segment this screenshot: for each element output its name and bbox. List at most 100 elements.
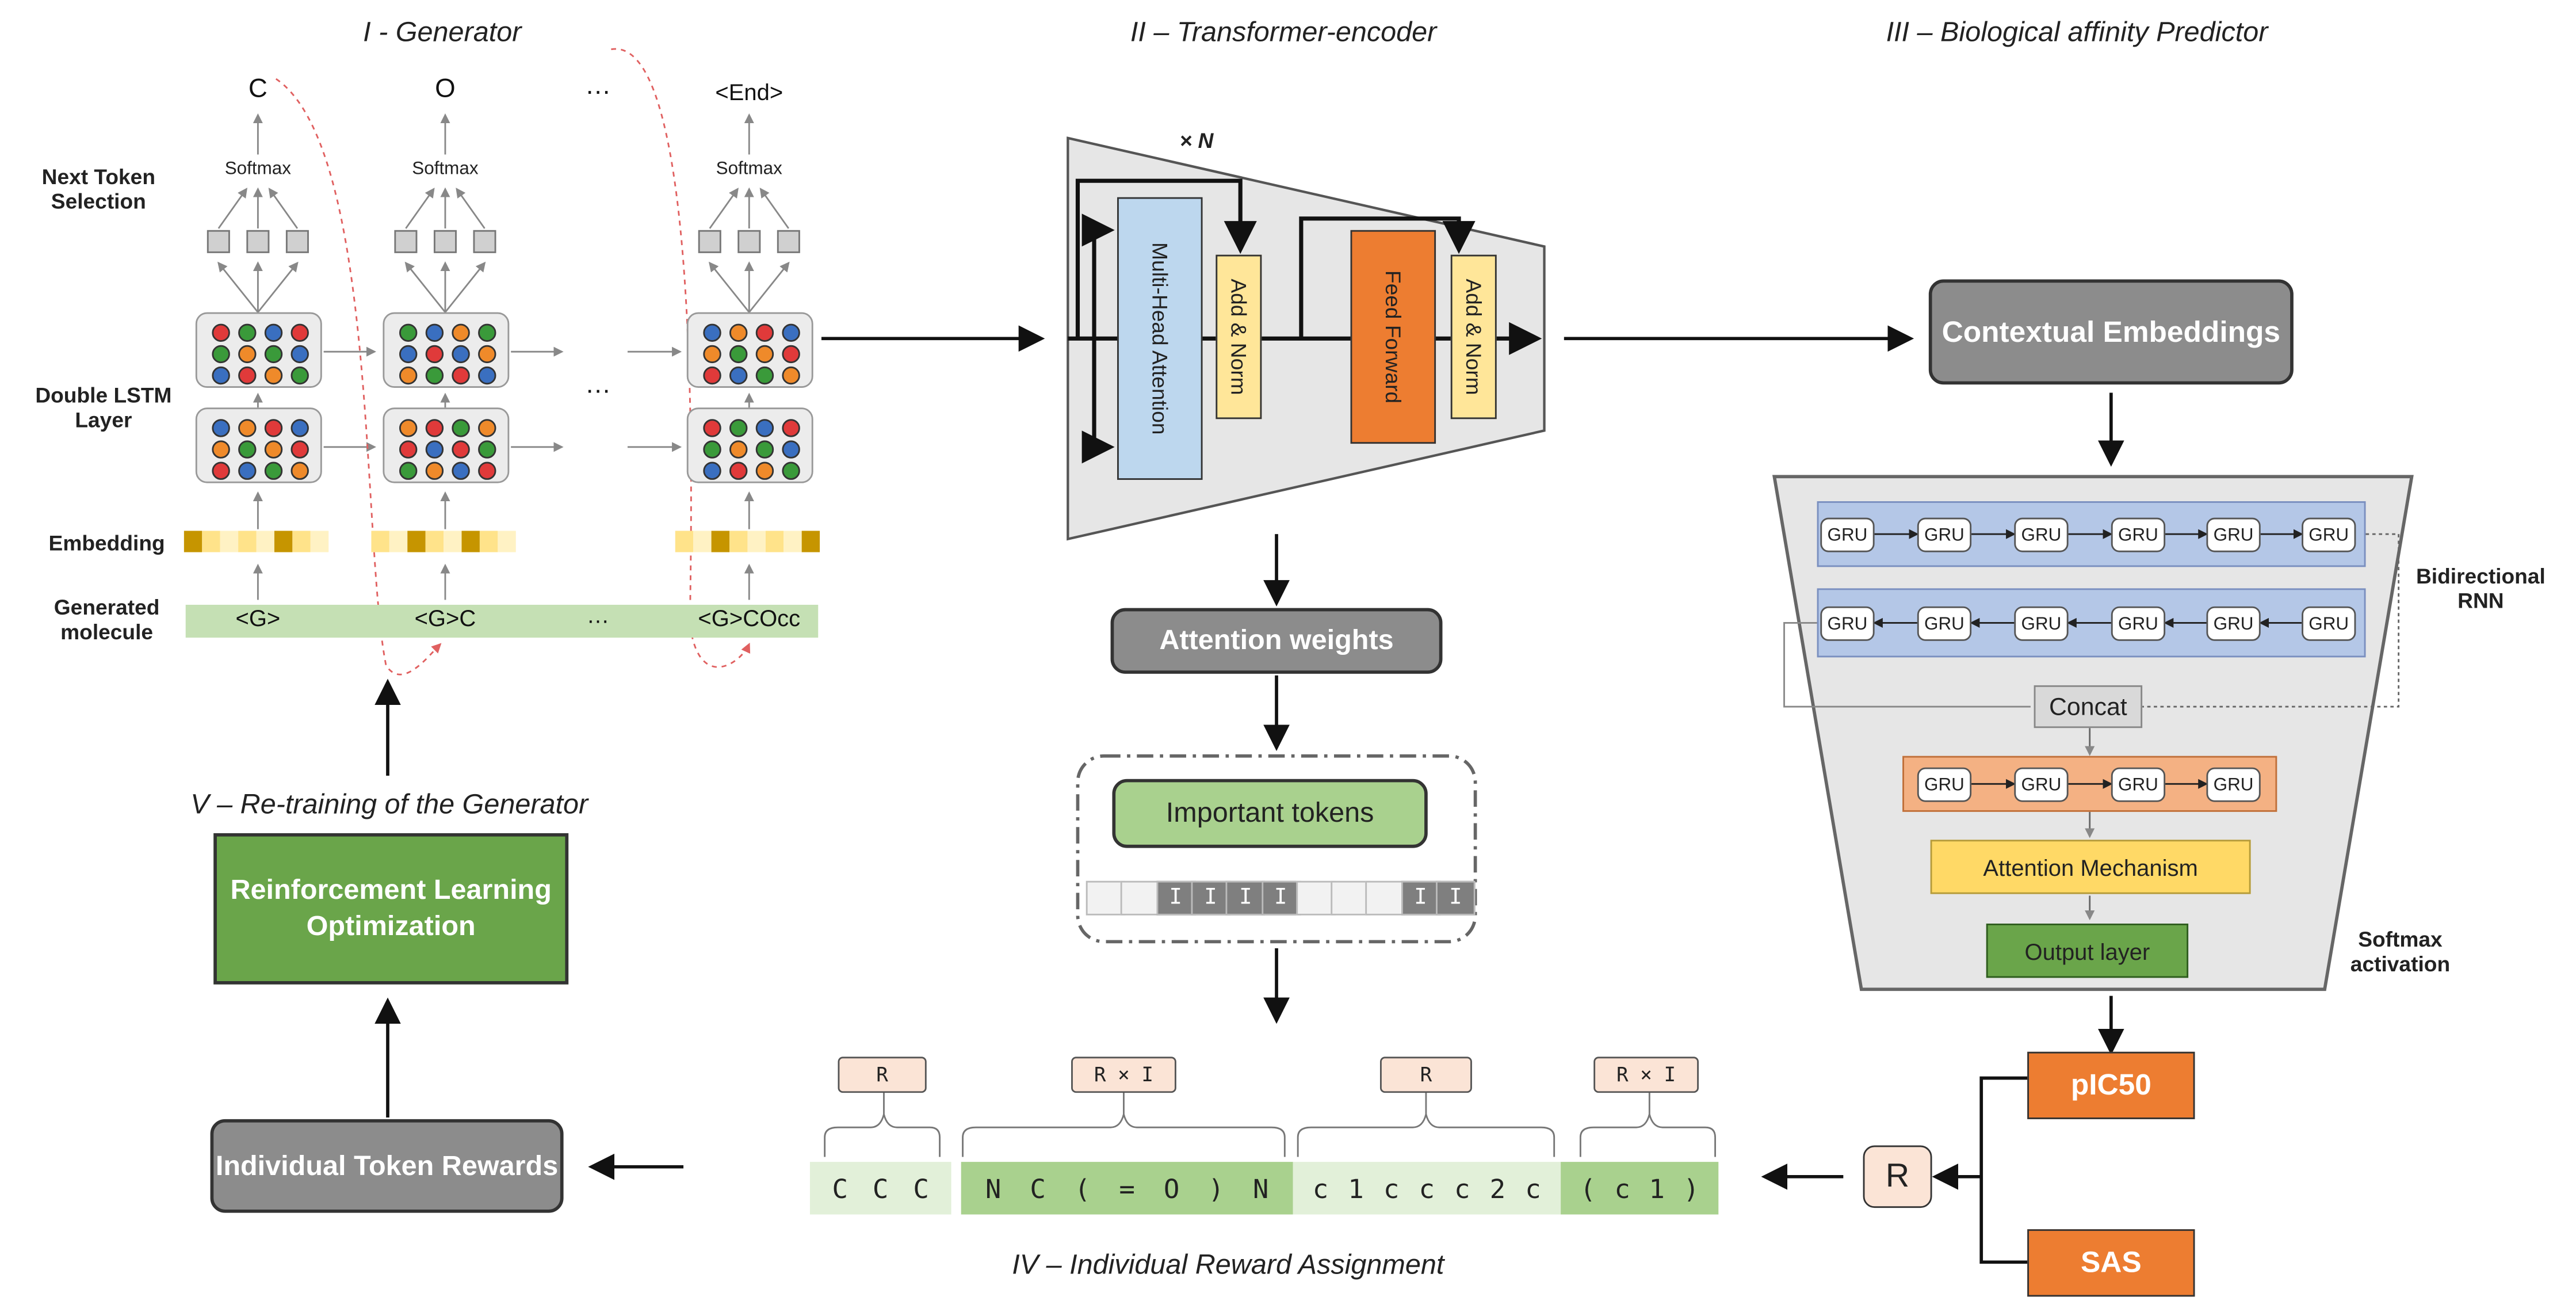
lstm-neuron <box>729 462 748 480</box>
add-norm-block: Add & Norm <box>1216 254 1262 419</box>
sequence-token: C <box>832 1172 849 1204</box>
lstm-neuron <box>212 366 230 385</box>
input-token: <G>COcc <box>698 604 801 631</box>
lstm-neuron <box>425 440 444 459</box>
gru-cell: GRU <box>2206 606 2261 641</box>
embedding-cell <box>274 531 293 552</box>
softmax-activation-label: Softmax activation <box>2350 926 2451 977</box>
sequence-token: N <box>1252 1172 1269 1204</box>
embedding-cell <box>256 531 274 552</box>
lstm-neuron <box>729 323 748 342</box>
gru-cell: GRU <box>1820 606 1875 641</box>
logit-square <box>433 230 457 253</box>
embedding-cell <box>461 531 480 552</box>
lstm-neuron <box>399 323 418 342</box>
retraining-title: V – Re-training of the Generator <box>190 788 588 821</box>
attention-mechanism-box: Attention Mechanism <box>1930 840 2251 894</box>
lstm-neuron <box>478 419 496 437</box>
lstm-neuron <box>755 345 774 364</box>
logit-square <box>285 230 309 253</box>
generator-title: I - Generator <box>363 16 522 48</box>
lstm-neuron <box>729 345 748 364</box>
lstm-neuron <box>238 419 257 437</box>
lstm-neuron <box>425 323 444 342</box>
sequence-token: ( <box>1074 1172 1091 1204</box>
embedding-cell <box>220 531 239 552</box>
gru-cell: GRU <box>1917 517 1972 552</box>
lstm-neuron <box>291 345 309 364</box>
lstm-cell <box>195 312 322 388</box>
sequence-token: 1 <box>1348 1172 1364 1204</box>
output-token: O <box>435 75 456 104</box>
gru-cell: GRU <box>2014 517 2069 552</box>
sequence-token: ) <box>1208 1172 1224 1204</box>
embedding-cell <box>389 531 408 552</box>
softmax-label: Softmax <box>716 159 782 180</box>
lstm-neuron <box>291 323 309 342</box>
lstm-layer-label: Double LSTM Layer <box>35 383 172 433</box>
lstm-neuron <box>782 345 800 364</box>
lstm-neuron <box>264 440 283 459</box>
logit-square <box>394 230 418 253</box>
lstm-neuron <box>238 440 257 459</box>
lstm-cell <box>383 407 510 483</box>
lstm-neuron <box>264 366 283 385</box>
embedding-cell <box>675 531 694 552</box>
repeat-n-label: × N <box>1179 128 1214 153</box>
lstm-neuron <box>399 366 418 385</box>
lstm-neuron <box>478 345 496 364</box>
rl-optimization-box: Reinforcement Learning Optimization <box>213 833 569 985</box>
gru-cell: GRU <box>2111 767 2166 802</box>
lstm-neuron <box>425 366 444 385</box>
sequence-token: c <box>1454 1172 1470 1204</box>
softmax-label: Softmax <box>412 159 479 180</box>
encoder-title: II – Transformer-encoder <box>1130 16 1437 48</box>
lstm-neuron <box>478 462 496 480</box>
lstm-neuron <box>291 366 309 385</box>
lstm-neuron <box>452 419 470 437</box>
attention-weights-box: Attention weights <box>1110 608 1443 674</box>
lstm-neuron <box>729 440 748 459</box>
embedding-cell <box>184 531 202 552</box>
lstm-neuron <box>755 462 774 480</box>
sequence-token: C <box>872 1172 889 1204</box>
gru-cell: GRU <box>1917 767 1972 802</box>
logit-square <box>473 230 496 253</box>
gru-cell: GRU <box>2014 767 2069 802</box>
gru-cell: GRU <box>1917 606 1972 641</box>
embedding-cell <box>371 531 389 552</box>
lstm-neuron <box>264 345 283 364</box>
lstm-neuron <box>212 323 230 342</box>
logit-square <box>246 230 270 253</box>
important-tokens-box: Important tokens <box>1112 779 1428 848</box>
lstm-neuron <box>452 345 470 364</box>
lstm-neuron <box>755 366 774 385</box>
lstm-cell <box>195 407 322 483</box>
input-token: <G> <box>235 604 281 631</box>
lstm-neuron <box>399 345 418 364</box>
concat-box: Concat <box>2034 685 2143 729</box>
lstm-neuron <box>755 323 774 342</box>
lstm-neuron <box>703 323 721 342</box>
sequence-token: N <box>985 1172 1002 1204</box>
input-ellipsis: … <box>586 601 610 628</box>
embedding-cell <box>292 531 311 552</box>
sequence-token: c <box>1614 1172 1630 1204</box>
sequence-token: = <box>1119 1172 1135 1204</box>
gru-cell: GRU <box>2014 606 2069 641</box>
important-token-cell <box>1366 880 1405 916</box>
lstm-neuron <box>238 323 257 342</box>
feed-forward-block: Feed Forward <box>1350 230 1436 444</box>
next-token-label: Next Token Selection <box>41 164 156 214</box>
embedding-cell <box>711 531 730 552</box>
lstm-neuron <box>452 323 470 342</box>
reward-label: R <box>838 1057 927 1093</box>
lstm-neuron <box>703 462 721 480</box>
lstm-neuron <box>212 419 230 437</box>
reward-title: IV – Individual Reward Assignment <box>1012 1249 1444 1280</box>
reward-r-box: R <box>1863 1145 1932 1208</box>
lstm-neuron <box>425 345 444 364</box>
sequence-token: C <box>1030 1172 1046 1204</box>
